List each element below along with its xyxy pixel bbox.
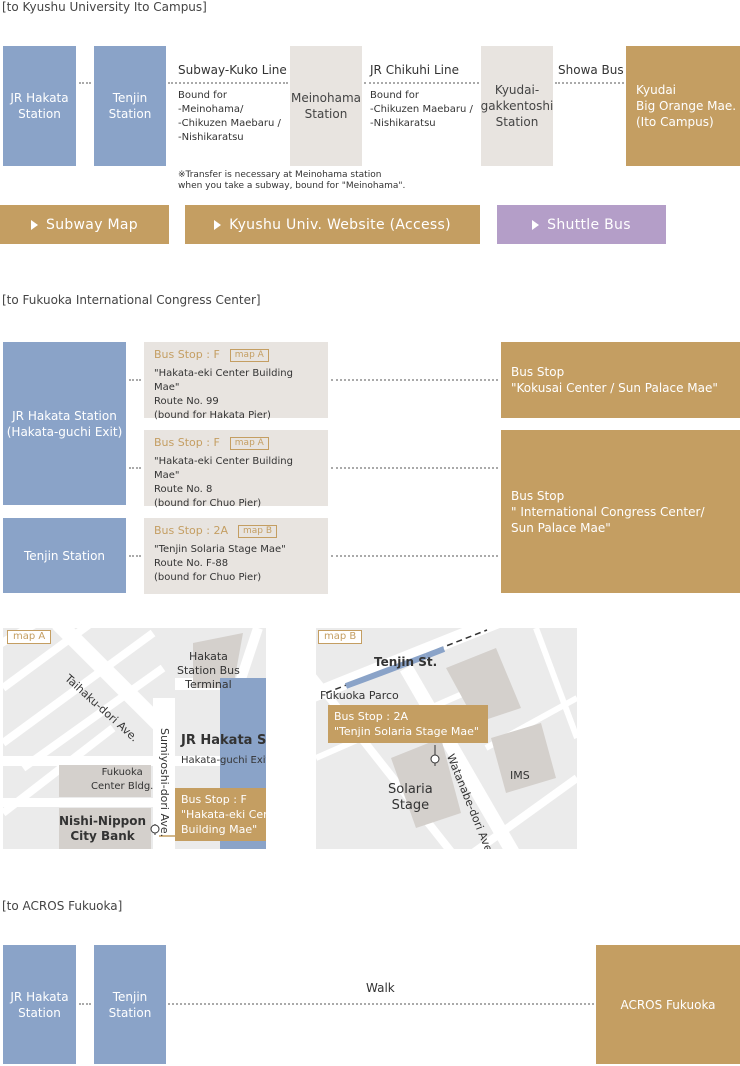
- walk-label: Walk: [366, 981, 395, 995]
- map-b: map B Tenjin St. Fukuoka Parco Bus Stop …: [316, 628, 577, 849]
- kyudai-big-orange-box: Kyudai Big Orange Mae. (Ito Campus): [626, 46, 740, 166]
- acros-fukuoka-box: ACROS Fukuoka: [596, 945, 740, 1064]
- map-a-tag[interactable]: map A: [229, 349, 269, 362]
- fukuoka-parco-label: Fukuoka Parco: [320, 689, 399, 702]
- play-triangle-icon: [214, 219, 222, 230]
- connector: [79, 82, 91, 84]
- play-triangle-icon: [31, 219, 39, 230]
- shuttle-bus-button[interactable]: Shuttle Bus: [497, 205, 666, 244]
- subway-bound-label: Bound for -Meinohama/ -Chikuzen Maebaru …: [178, 90, 281, 143]
- bus-stop-2a-callout: Bus Stop : 2A "Tenjin Solaria Stage Mae": [328, 705, 488, 743]
- subway-line-label: Subway-Kuko Line: [178, 63, 287, 77]
- kokusai-center-stop-box: Bus Stop "Kokusai Center / Sun Palace Ma…: [501, 342, 740, 418]
- connector: [129, 379, 141, 381]
- jr-hakata-map-label: JR Hakata St.: [181, 733, 266, 748]
- nishi-nippon-bank-label: Nishi-Nippon City Bank: [59, 814, 147, 843]
- connector: [331, 467, 498, 469]
- meinohama-station-box: Meinohama Station: [290, 46, 362, 166]
- connector: [331, 555, 498, 557]
- jr-hakata-station-box: JR Hakata Station: [3, 46, 76, 166]
- map-a-tag[interactable]: map A: [229, 437, 269, 450]
- fukuoka-center-bldg-label: Fukuoka Center Bldg.: [91, 767, 154, 792]
- sumiyoshi-dori-label: Sumiyoshi-dori Ave.: [158, 728, 171, 838]
- bus-terminal-label: Hakata Station Bus Terminal: [177, 650, 240, 691]
- connector: [331, 379, 498, 381]
- transfer-note: ※Transfer is necessary at Meinohama stat…: [178, 170, 406, 191]
- kyudai-gakkentoshi-station-box: Kyudai- gakkentoshi Station: [481, 46, 553, 166]
- play-triangle-icon: [532, 219, 540, 230]
- jr-hakata-station-exit-box: JR Hakata Station (Hakata-guchi Exit): [3, 342, 126, 505]
- solaria-stage-label: Solaria Stage: [388, 782, 433, 813]
- hakata-guchi-exit-label: Hakata-guchi Exit: [181, 755, 266, 766]
- map-a: map A Taihaku-dori Ave. Sumiyoshi-dori A…: [3, 628, 266, 849]
- tenjin-station-box: Tenjin Station: [94, 945, 166, 1064]
- connector: [79, 1003, 91, 1005]
- map-a-label: map A: [7, 630, 52, 644]
- section-title-acros: [to ACROS Fukuoka]: [2, 899, 123, 913]
- tenjin-st-label: Tenjin St.: [374, 655, 438, 669]
- tenjin-station-box: Tenjin Station: [3, 518, 126, 593]
- connector: [129, 467, 141, 469]
- map-b-label: map B: [318, 630, 363, 644]
- subway-map-button[interactable]: Subway Map: [0, 205, 169, 244]
- section-title-congress: [to Fukuoka International Congress Cente…: [2, 293, 261, 307]
- kyushu-univ-website-button[interactable]: Kyushu Univ. Website (Access): [185, 205, 480, 244]
- section-title-kyushu: [to Kyushu University Ito Campus]: [2, 0, 207, 14]
- ims-label: IMS: [510, 769, 530, 782]
- bus-stop-f-callout: Bus Stop : F "Hakata-eki Center Building…: [175, 788, 266, 841]
- connector: [555, 82, 624, 84]
- map-b-tag[interactable]: map B: [237, 525, 278, 538]
- showa-bus-label: Showa Bus: [558, 63, 624, 77]
- congress-center-stop-box: Bus Stop " International Congress Center…: [501, 430, 740, 593]
- chikuhi-bound-label: Bound for -Chikuzen Maebaru / -Nishikara…: [370, 90, 473, 129]
- tenjin-station-box: Tenjin Station: [94, 46, 166, 166]
- chikuhi-line-label: JR Chikuhi Line: [370, 63, 459, 77]
- connector: [168, 1003, 594, 1005]
- connector: [129, 555, 141, 557]
- connector: [364, 82, 479, 84]
- connector: [168, 82, 288, 84]
- jr-hakata-station-box: JR Hakata Station: [3, 945, 76, 1064]
